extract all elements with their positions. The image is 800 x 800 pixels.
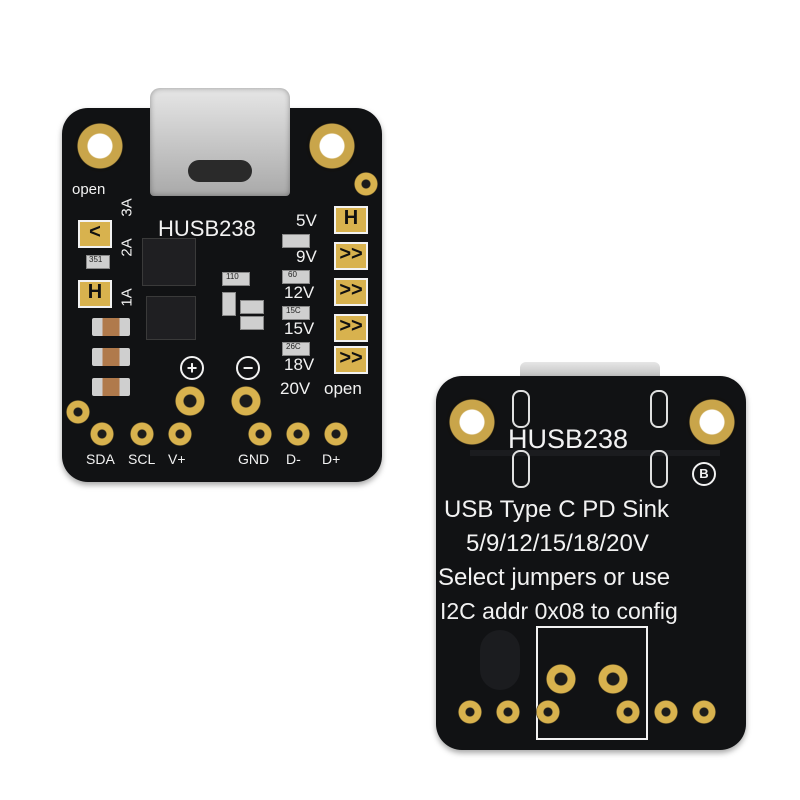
header-pin-dplus (324, 422, 348, 446)
smd-resistor-a (222, 292, 236, 316)
label-open-left: open (72, 181, 106, 198)
voltage-label-5v: 5V (296, 211, 317, 230)
silkscreen-outline (536, 626, 648, 740)
pin-label-dminus: D- (286, 451, 301, 467)
usb-shield-slot (650, 390, 668, 428)
header-pin-dminus (286, 422, 310, 446)
current-jumper-1a (78, 280, 112, 308)
mosfet-chip (146, 296, 196, 340)
voltage-label-18v: 18V (284, 355, 315, 374)
resistor-code-110: 110 (226, 272, 239, 281)
jumper-arrow-icon: >> (339, 279, 363, 301)
pcb-ground-fill (480, 630, 520, 690)
plus-symbol-icon: + (180, 356, 204, 380)
smd-resistor-c (240, 316, 264, 330)
mounting-hole-top-left (74, 120, 126, 172)
description-line-2: 5/9/12/15/18/20V (466, 530, 649, 557)
header-pin-gnd (248, 422, 272, 446)
voltage-resistor-3 (282, 306, 310, 320)
header-pin-sda (90, 422, 114, 446)
header-pin-back (692, 700, 716, 724)
usb-c-port-opening (188, 160, 252, 182)
jumper-arrow-icon: >> (339, 243, 363, 265)
capacitor-1 (92, 318, 130, 336)
header-pin-back (654, 700, 678, 724)
voltage-label-20v: 20V (280, 379, 311, 398)
smd-resistor-b (240, 300, 264, 314)
mounting-hole-top-right (306, 120, 358, 172)
voltage-jumper-5v (334, 206, 368, 234)
resistor-code-351: 351 (89, 255, 103, 264)
capacitor-2 (92, 348, 130, 366)
husb238-chip (142, 238, 196, 286)
pin-label-scl: SCL (128, 451, 156, 467)
usb-shield-slot (512, 390, 530, 428)
voltage-resistor-1 (282, 234, 310, 248)
header-pin-vplus (168, 422, 192, 446)
voltage-resistor-4 (282, 342, 310, 356)
capacitor-3 (92, 378, 130, 396)
label-open-right: open (324, 379, 362, 398)
test-pad-right (354, 172, 378, 196)
resistor-351 (86, 255, 110, 269)
voltage-label-15v: 15V (284, 319, 315, 338)
power-pad-plus (175, 386, 205, 416)
voltage-label-12v: 12V (284, 283, 315, 302)
description-line-4: I2C addr 0x08 to config (440, 598, 678, 624)
usb-c-connector (150, 88, 290, 196)
label-1a: 1A (118, 288, 136, 307)
usb-shield-slot (512, 450, 530, 488)
mounting-hole-back-right (686, 396, 738, 448)
resistor-code-26c: 26C (286, 342, 301, 351)
front-title: HUSB238 (158, 216, 256, 241)
label-2a: 2A (118, 238, 136, 257)
minus-symbol-icon: − (236, 356, 260, 380)
resistor-code-60: 60 (288, 270, 297, 279)
voltage-jumper-12v (334, 278, 368, 306)
power-pad-back-plus (546, 664, 576, 694)
jumper-bridge-icon: H (87, 281, 103, 303)
jumper-bridge-icon: H (343, 207, 359, 229)
usb-shield-slot (650, 450, 668, 488)
header-pin-back (616, 700, 640, 724)
back-title: HUSB238 (508, 424, 629, 454)
voltage-resistor-2 (282, 270, 310, 284)
pin-label-vplus: V+ (168, 451, 186, 467)
voltage-jumper-15v (334, 314, 368, 342)
voltage-label-9v: 9V (296, 247, 317, 266)
mounting-hole-back-left (446, 396, 498, 448)
label-3a: 3A (118, 198, 136, 217)
jumper-arrow-icon: >> (339, 315, 363, 337)
pin-label-gnd: GND (238, 451, 270, 467)
voltage-jumper-18v (334, 346, 368, 374)
power-pad-back-minus (598, 664, 628, 694)
jumper-arrow-icon: >> (339, 347, 363, 369)
resistor-110 (222, 272, 250, 286)
pin-label-sda: SDA (86, 451, 115, 467)
test-pad-left (66, 400, 90, 424)
header-pin-back (536, 700, 560, 724)
voltage-jumper-9v (334, 242, 368, 270)
resistor-code-15c: 15C (286, 306, 301, 315)
description-line-1: USB Type C PD Sink (444, 496, 669, 523)
header-pin-back (458, 700, 482, 724)
brand-badge-icon: B (692, 462, 716, 486)
current-jumper-2a (78, 220, 112, 248)
header-pin-scl (130, 422, 154, 446)
pcb-trace (470, 450, 720, 456)
pin-label-dplus: D+ (322, 451, 341, 467)
jumper-arrow-icon: < (89, 221, 101, 243)
header-pin-back (496, 700, 520, 724)
description-line-3: Select jumpers or use (438, 564, 671, 591)
power-pad-minus (231, 386, 261, 416)
